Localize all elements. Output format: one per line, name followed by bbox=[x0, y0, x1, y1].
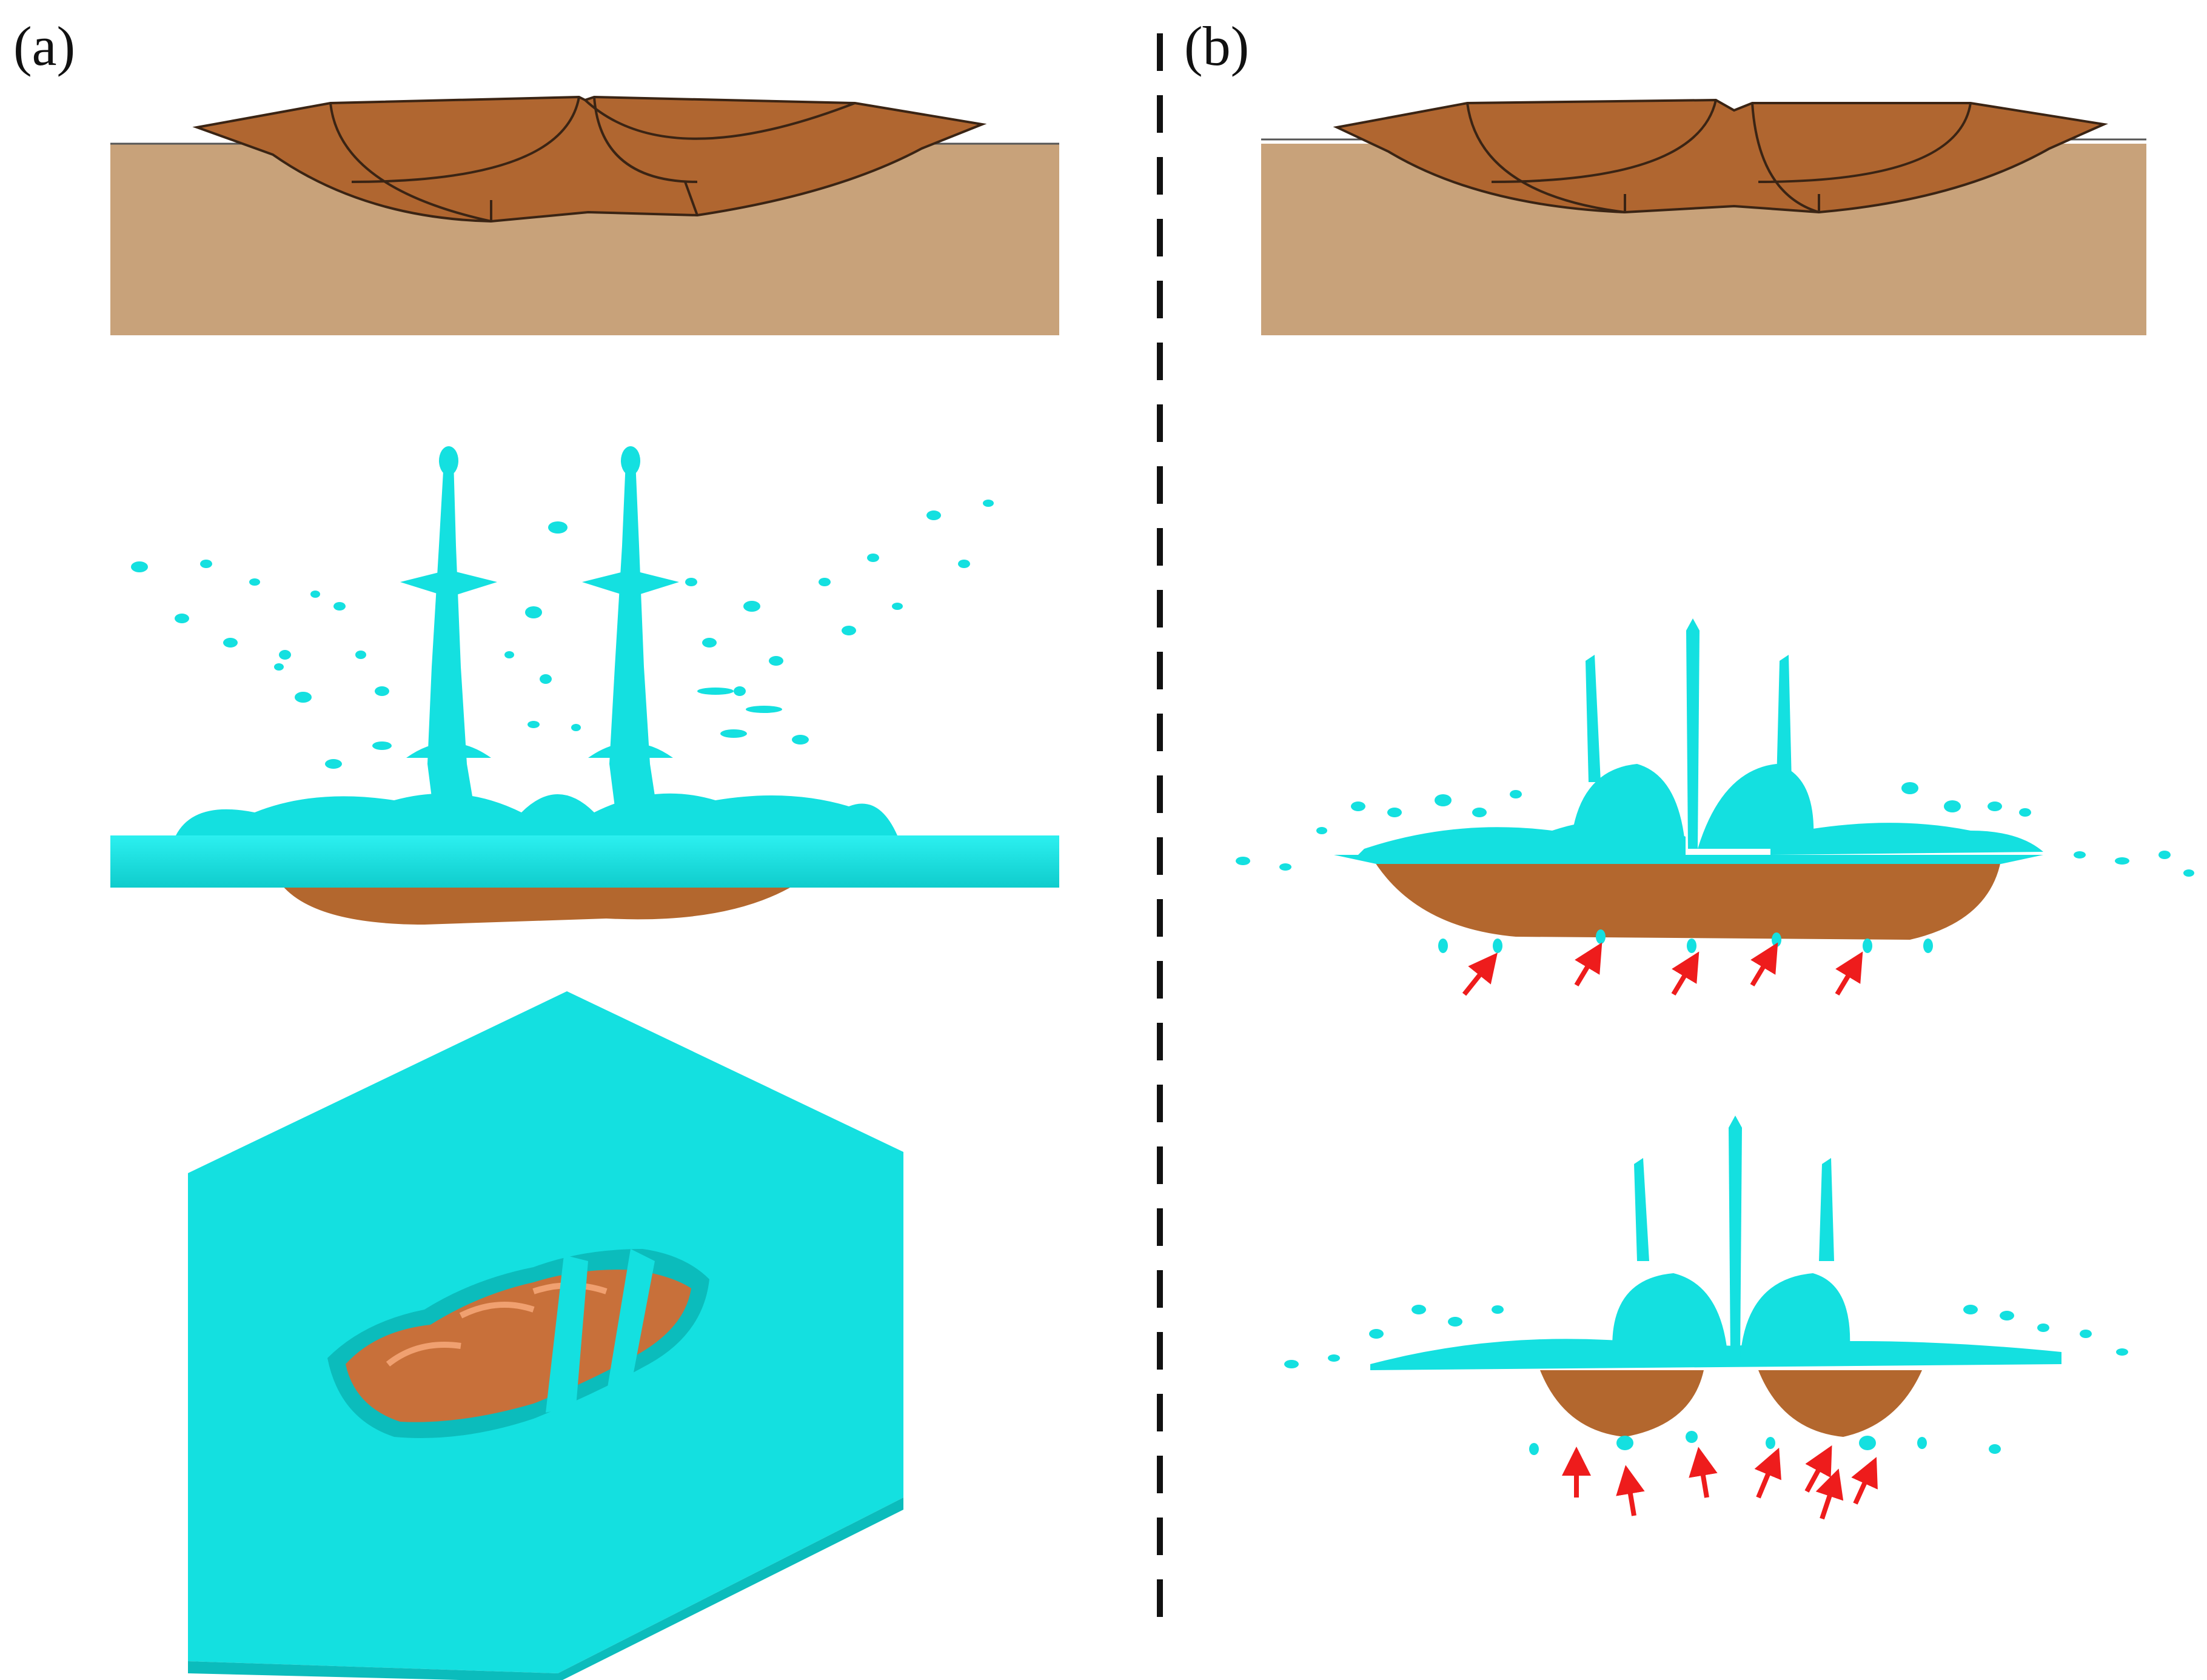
crater-bowl-b2-left bbox=[1540, 1370, 1704, 1437]
splash-side-b2 bbox=[1284, 1116, 2128, 1520]
crater-bowl-a bbox=[282, 885, 794, 925]
red-arrow-icon-group-b1 bbox=[1462, 942, 1863, 996]
panel-label-b: (b) bbox=[1184, 15, 1250, 77]
crater-bowl-b1 bbox=[1370, 855, 2001, 940]
crater-bowl-b2-right bbox=[1758, 1370, 1922, 1437]
cross-section-b bbox=[1261, 98, 2146, 335]
splash-side-b1 bbox=[1236, 618, 2194, 996]
splash-3d-a bbox=[188, 991, 903, 1680]
fluid-surface-a bbox=[110, 835, 1059, 888]
cross-section-a bbox=[110, 95, 1059, 335]
panel-label-a: (a) bbox=[13, 15, 76, 77]
deposit-a bbox=[192, 95, 987, 223]
red-arrow-icon-group-b2 bbox=[1562, 1445, 1878, 1520]
splash-side-a bbox=[110, 446, 1059, 925]
